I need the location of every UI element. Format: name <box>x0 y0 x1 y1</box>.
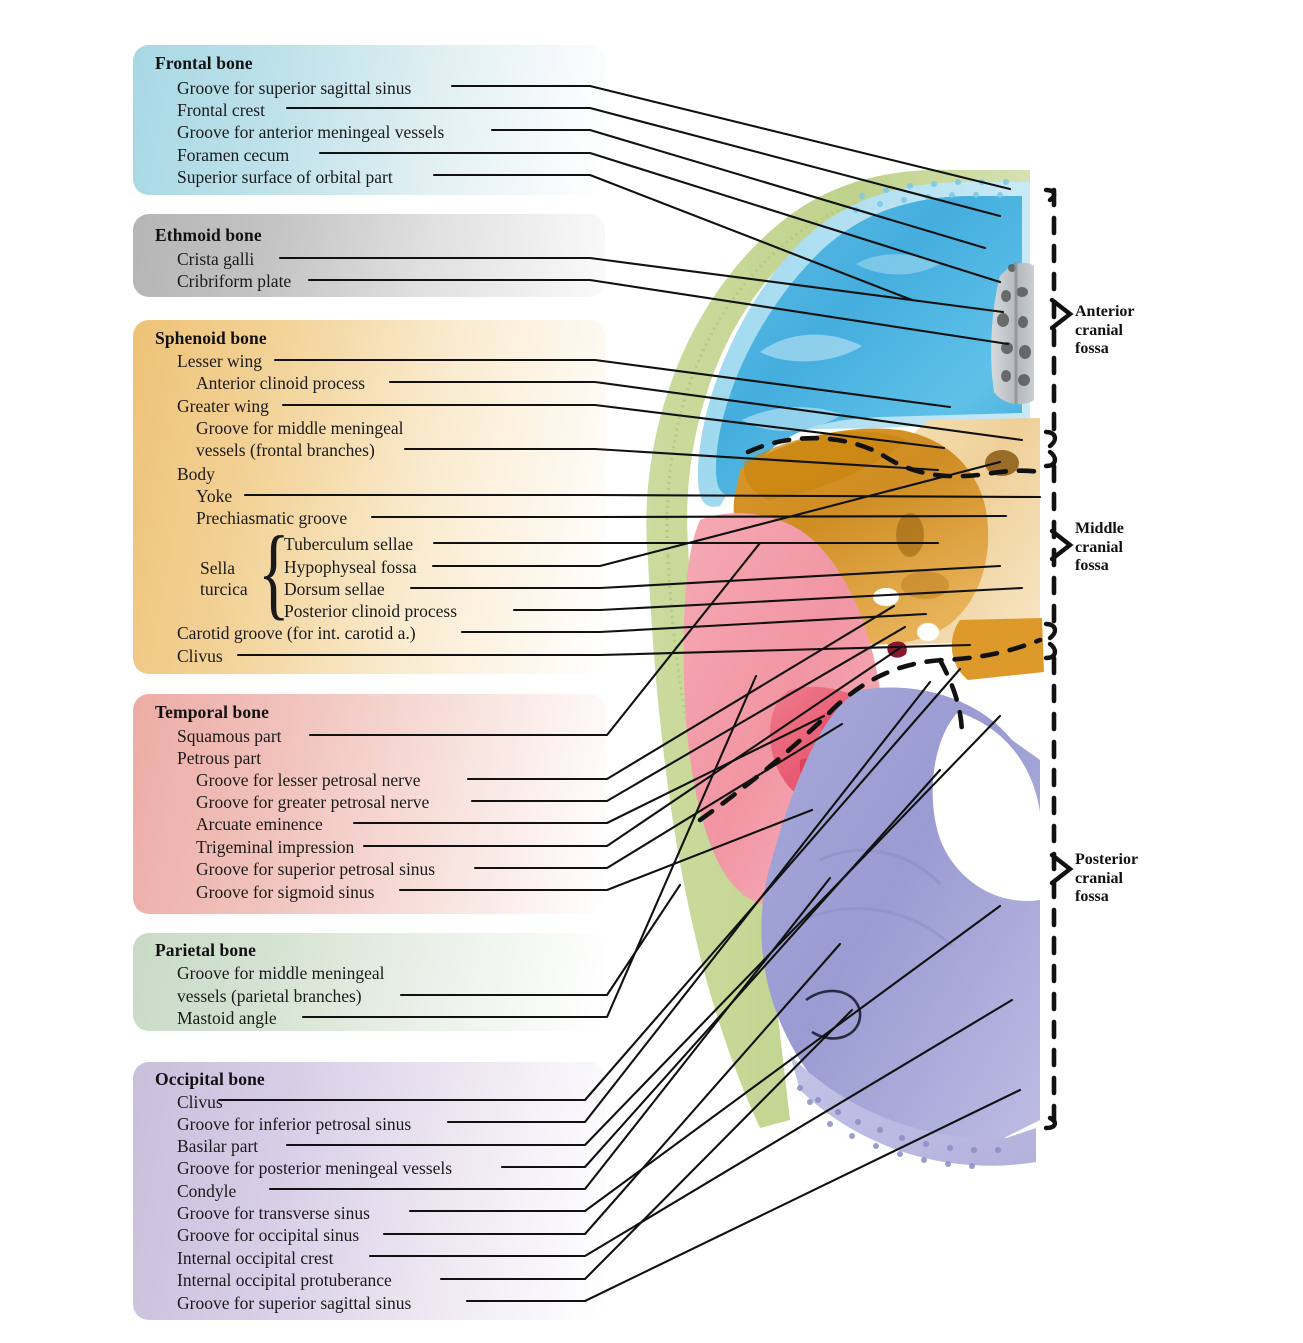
legend-item: Anterior clinoid process <box>196 373 366 393</box>
sphenoid-body-region <box>878 418 1040 645</box>
legend-item: Groove for middle meningeal <box>196 418 404 438</box>
legend-item: Groove for superior petrosal sinus <box>196 859 436 879</box>
ethmoid-bone-region <box>991 262 1034 405</box>
legend-item: vessels (parietal branches) <box>177 986 362 1006</box>
cribriform-plate-foramina <box>997 264 1031 386</box>
fossa-middle-line1: Middle <box>1075 520 1124 537</box>
legend-item: Hypophyseal fossa <box>284 557 417 577</box>
fossa-label-posterior: Posterior cranial fossa <box>1075 851 1138 907</box>
middle-fossa-boundary <box>697 637 1043 823</box>
sella-turcica-label-line1: Sella <box>200 558 235 578</box>
foramen-ovale <box>873 588 899 606</box>
legend-title-temporal: Temporal bone <box>155 702 269 722</box>
anterior-fossa-boundary <box>745 435 1043 479</box>
frontal-bone-rim <box>697 182 1030 507</box>
internal-acoustic-meatus <box>850 766 894 786</box>
legend-title-frontal: Frontal bone <box>155 53 253 73</box>
fossa-boundary-link <box>937 657 965 739</box>
fossa-anterior-line2: cranial <box>1075 321 1123 339</box>
fossa-anterior-line3: fossa <box>1075 340 1109 358</box>
legend-item: Clivus <box>177 646 223 666</box>
fossa-anterior-line1: Anterior <box>1075 303 1135 320</box>
legend-title-occipital: Occipital bone <box>155 1069 265 1089</box>
legend-title-sphenoid: Sphenoid bone <box>155 328 267 348</box>
legend-item: Trigeminal impression <box>196 837 355 857</box>
foramen-magnum <box>932 712 1040 901</box>
occipital-bone-region <box>761 687 1040 1151</box>
legend-item: Internal occipital crest <box>177 1248 334 1268</box>
legend-item: Groove for greater petrosal nerve <box>196 792 430 812</box>
fossa-posterior-line1: Posterior <box>1075 851 1139 868</box>
legend-item: Groove for occipital sinus <box>177 1225 360 1245</box>
sphenoid-greater-wing-region <box>733 428 989 645</box>
legend-item: Groove for middle meningeal <box>177 963 385 983</box>
legend-item: Yoke <box>196 486 233 506</box>
legend-item: Clivus <box>177 1092 223 1112</box>
fossa-label-middle: Middle cranial fossa <box>1075 520 1124 576</box>
sella-turcica-label-line2: turcica <box>200 579 248 599</box>
legend-title-parietal: Parietal bone <box>155 940 256 960</box>
frontal-bone-region <box>716 196 1022 495</box>
legend-item: Condyle <box>177 1181 237 1201</box>
fossa-posterior-line3: fossa <box>1075 888 1109 906</box>
legend-item: Groove for lesser petrosal nerve <box>196 770 421 790</box>
legend-item: Frontal crest <box>177 100 265 120</box>
hypophyseal-fossa <box>985 450 1019 476</box>
legend-item: Groove for superior sagittal sinus <box>177 78 412 98</box>
legend-item: Groove for sigmoid sinus <box>196 882 375 902</box>
legend-item: Mastoid angle <box>177 1008 277 1028</box>
legend-item: Groove for inferior petrosal sinus <box>177 1114 412 1134</box>
legend-item: Body <box>177 464 215 484</box>
legend-item: Superior surface of orbital part <box>177 167 393 187</box>
legend-item: Foramen cecum <box>177 145 290 165</box>
legend-item: Dorsum sellae <box>284 579 385 599</box>
legend-item: Internal occipital protuberance <box>177 1270 392 1290</box>
temporal-squamous-region <box>683 513 884 908</box>
internal-occipital-protuberance-mark <box>805 989 862 1040</box>
legend-item: Groove for transverse sinus <box>177 1203 370 1223</box>
legend-item: Lesser wing <box>177 351 263 371</box>
carotid-groove <box>896 513 924 557</box>
fossa-label-anterior: Anterior cranial fossa <box>1075 303 1135 359</box>
legend-item: Groove for posterior meningeal vessels <box>177 1158 453 1178</box>
legend-item: Arcuate eminence <box>196 814 323 834</box>
legend-item: Groove for anterior meningeal vessels <box>177 122 445 142</box>
temporal-petrous-region <box>769 686 949 833</box>
foramen-spinosum <box>917 623 939 641</box>
legend-item: vessels (frontal branches) <box>196 440 375 460</box>
fossa-middle-line2: cranial <box>1075 538 1123 556</box>
legend-item: Carotid groove (for int. carotid a.) <box>177 623 416 643</box>
legend-title-ethmoid: Ethmoid bone <box>155 225 262 245</box>
legend-item: Cribriform plate <box>177 271 292 291</box>
occipital-stipple <box>797 1085 1001 1169</box>
fossa-arrowheads <box>1049 297 1074 886</box>
legend-item: Basilar part <box>177 1136 259 1156</box>
sella-turcica-brace: { <box>258 516 290 630</box>
legend-item: Crista galli <box>177 249 255 269</box>
legend-item: Squamous part <box>177 726 282 746</box>
clivus-region <box>951 618 1044 680</box>
legend-item: Petrous part <box>177 748 262 768</box>
legend-item: Greater wing <box>177 396 269 416</box>
legend-item: Prechiasmatic groove <box>196 508 348 528</box>
occipital-margin <box>790 1055 1036 1166</box>
petrous-ridge <box>800 755 900 796</box>
legend-item: Tuberculum sellae <box>284 534 414 554</box>
fossa-posterior-line2: cranial <box>1075 869 1123 887</box>
legend-item: Posterior clinoid process <box>284 601 458 621</box>
legend-item: Groove for superior sagittal sinus <box>177 1293 412 1313</box>
fossa-middle-line3: fossa <box>1075 557 1109 575</box>
foramen-lacerum <box>887 641 907 658</box>
parietal-bone-region <box>646 169 1030 1128</box>
frontal-rim-stipple <box>853 179 1009 213</box>
